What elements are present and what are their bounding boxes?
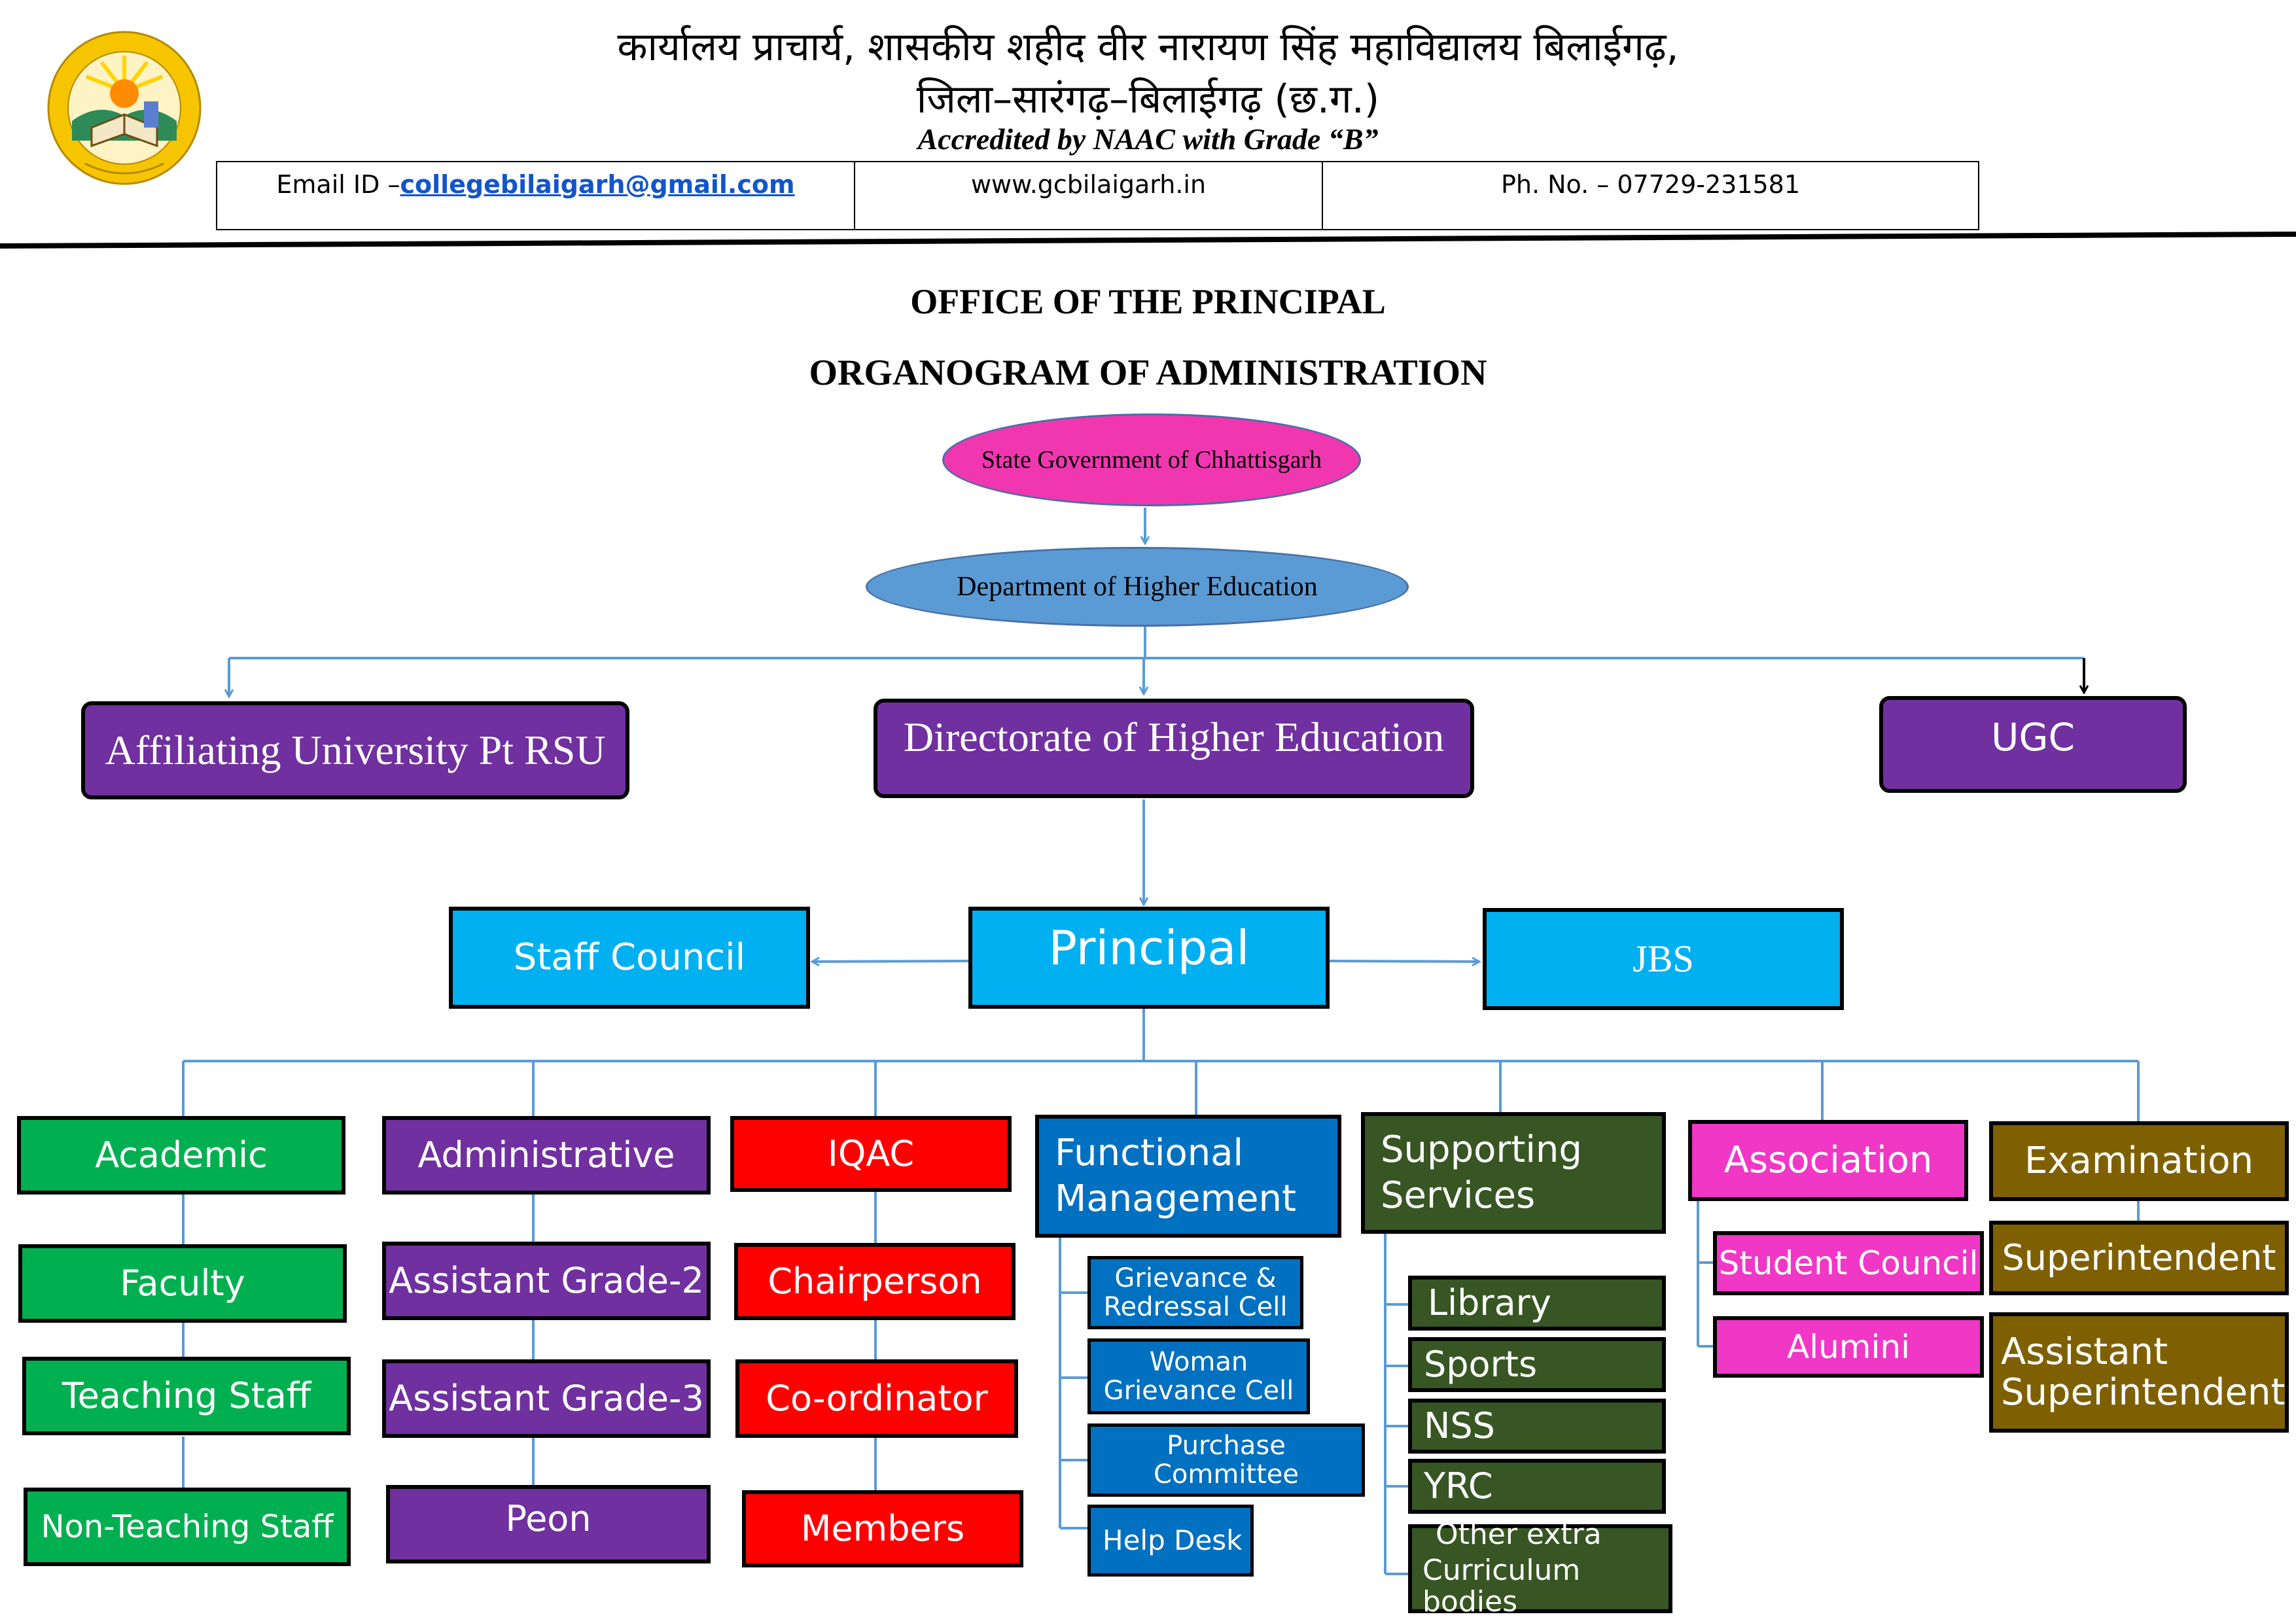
examination-item-line2: Superintendent (2001, 1371, 2286, 1414)
organogram-title: ORGANOGRAM OF ADMINISTRATION (809, 353, 1487, 393)
state-government-node: State Government of Chhattisgarh (942, 413, 1361, 506)
academic-item: Non-Teaching Staff (24, 1488, 351, 1566)
academic-item: Teaching Staff (22, 1357, 351, 1435)
supporting-item-line1: Other extra (1436, 1518, 1602, 1552)
office-title: OFFICE OF THE PRINCIPAL (910, 282, 1386, 321)
administrative-item: Peon (386, 1485, 711, 1563)
examination-item-line1: Assistant (2001, 1331, 2168, 1374)
functional-item: Help Desk (1087, 1505, 1254, 1577)
supporting-item: NSS (1408, 1399, 1666, 1454)
association-node: Association (1688, 1120, 1968, 1201)
supporting-item: Other extra Curriculum bodies (1408, 1519, 1672, 1618)
iqac-item: Chairperson (734, 1243, 1016, 1320)
email-label: Email ID – (276, 170, 400, 199)
supporting-item-line2: Curriculum bodies (1422, 1553, 1581, 1619)
email-cell: Email ID –collegebilaigarh@gmail.com (217, 162, 855, 229)
functional-item-line1: Woman (1149, 1347, 1248, 1377)
supporting-item: Sports (1408, 1337, 1666, 1392)
directorate-node: Directorate of Higher Education (874, 699, 1474, 798)
examination-item: Assistant Superintendent (1989, 1312, 2289, 1433)
phone-cell: Ph. No. – 07729-231581 (1500, 170, 1801, 199)
academic-item: Faculty (18, 1244, 347, 1323)
website-cell[interactable]: www.gcbilaigarh.in (855, 162, 1323, 229)
accreditation-text: Accredited by NAAC with Grade “B” (917, 122, 1379, 156)
email-link[interactable]: collegebilaigarh@gmail.com (400, 170, 795, 199)
administrative-node: Administrative (382, 1116, 711, 1195)
functional-item: Woman Grievance Cell (1087, 1338, 1310, 1414)
supporting-head-line2: Services (1381, 1174, 1536, 1217)
district-hindi: जिला–सारंगढ़–बिलाईगढ़ (छ.ग.) (916, 77, 1380, 122)
functional-item: Grievance & Redressal Cell (1087, 1256, 1303, 1329)
examination-node: Examination (1989, 1121, 2289, 1201)
supporting-item: YRC (1408, 1459, 1666, 1514)
college-name-hindi: कार्यालय प्राचार्य, शासकीय शहीद वीर नारा… (617, 24, 1679, 70)
functional-head-line1: Functional (1055, 1132, 1244, 1175)
department-higher-education-node: Department of Higher Education (866, 547, 1409, 627)
ugc-node: UGC (1879, 696, 2187, 793)
contact-box: Email ID –collegebilaigarh@gmail.com www… (216, 161, 1979, 230)
college-emblem-icon (47, 31, 202, 185)
administrative-item: Assistant Grade-2 (382, 1242, 711, 1320)
supporting-services-node: Supporting Services (1361, 1112, 1666, 1234)
functional-item-line2: Grievance Cell (1103, 1376, 1294, 1406)
functional-item-line2: Redressal Cell (1103, 1292, 1288, 1322)
iqac-item: Members (742, 1490, 1023, 1567)
functional-head-line2: Management (1055, 1178, 1296, 1220)
supporting-item: Library (1408, 1276, 1666, 1331)
administrative-item: Assistant Grade-3 (382, 1359, 711, 1438)
affiliating-university-node: Affiliating University Pt RSU (81, 701, 629, 799)
association-item: Student Council (1713, 1231, 1984, 1295)
functional-item: Purchase Committee (1087, 1423, 1365, 1497)
supporting-head-line1: Supporting (1381, 1128, 1582, 1172)
iqac-item: Co-ordinator (735, 1359, 1018, 1438)
staff-council-node: Staff Council (449, 907, 810, 1009)
academic-node: Academic (17, 1116, 345, 1195)
iqac-node: IQAC (730, 1116, 1012, 1192)
principal-node: Principal (968, 907, 1330, 1009)
association-item: Alumini (1713, 1316, 1984, 1378)
examination-item: Superintendent (1989, 1221, 2289, 1295)
functional-management-node: Functional Management (1035, 1115, 1341, 1238)
jbs-node: JBS (1483, 908, 1844, 1010)
functional-item-line1: Grievance & (1114, 1263, 1277, 1293)
